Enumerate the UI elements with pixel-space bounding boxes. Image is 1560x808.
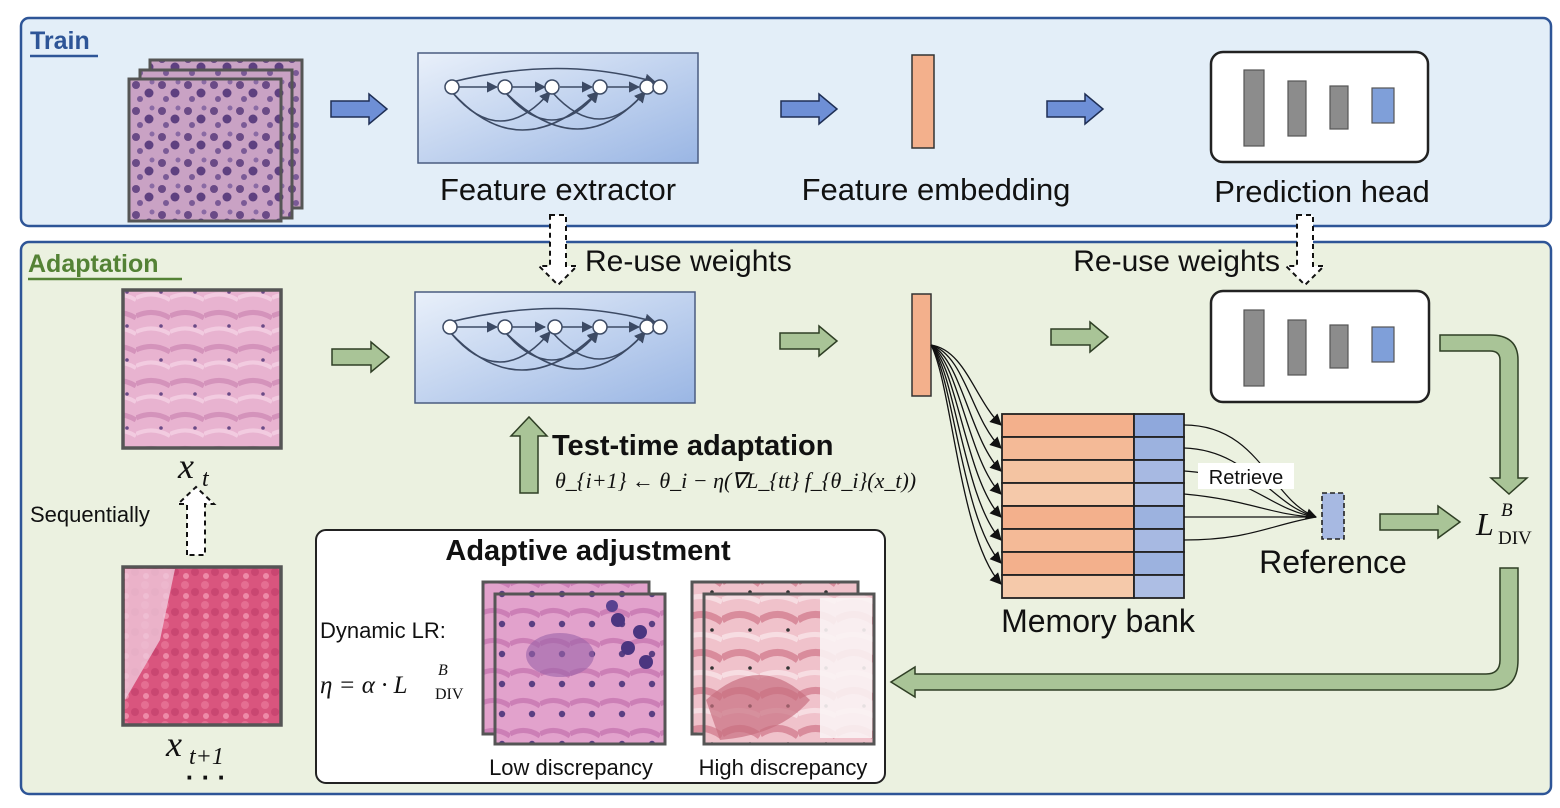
- input-next-symbol: x: [165, 724, 182, 764]
- retrieve-label: Retrieve: [1209, 467, 1283, 489]
- reference-vector: [1321, 492, 1345, 540]
- embedding-to-memory-arrows: [930, 344, 1002, 585]
- high-discrepancy-label: High discrepancy: [699, 755, 868, 780]
- reuse-weights-arrow-right: [1283, 214, 1327, 287]
- low-discrepancy-label: Low discrepancy: [489, 755, 653, 780]
- reference-to-loss-arrow: [1379, 504, 1462, 540]
- adapt-feature-embedding: [911, 293, 932, 397]
- adaptation-section-label: Adaptation: [28, 250, 159, 278]
- train-prediction-head: [1209, 50, 1430, 164]
- train-arrow-1: [330, 92, 389, 126]
- input-next-subscript: t+1: [189, 744, 224, 770]
- train-feature-extractor-label: Feature extractor: [440, 172, 676, 207]
- train-arrow-2: [780, 92, 839, 126]
- reuse-weights-left-label: Re-use weights: [585, 245, 792, 278]
- tta-up-arrow: [509, 415, 549, 494]
- input-current-symbol: x: [177, 446, 194, 486]
- loss-feedback-arrow: [889, 567, 1519, 699]
- retrieve-label-bg: [1198, 463, 1294, 489]
- reuse-weights-arrow-left: [536, 214, 580, 287]
- train-feature-embedding: [911, 54, 935, 149]
- adapt-arrow-3: [1050, 320, 1110, 354]
- train-panel: [19, 16, 1553, 228]
- adapt-feature-extractor: [414, 291, 696, 404]
- sequentially-label: Sequentially: [30, 502, 150, 527]
- memory-bank-label: Memory bank: [1001, 603, 1196, 639]
- head-to-loss-arrow: [1439, 334, 1529, 496]
- tta-formula: θ_{i+1} ← θ_i − η(∇L_{tt} f_{θ_i}(x_t)): [555, 468, 916, 493]
- reuse-weights-right-label: Re-use weights: [1073, 245, 1280, 278]
- adaptive-adjustment-title: Adaptive adjustment: [445, 535, 731, 567]
- ellipsis: · · ·: [186, 762, 226, 792]
- train-image-stack: [127, 58, 304, 223]
- low-discrepancy-images: [481, 580, 667, 746]
- train-feature-extractor: [417, 52, 699, 164]
- train-prediction-head-label: Prediction head: [1214, 174, 1429, 209]
- reference-label: Reference: [1259, 544, 1407, 580]
- train-feature-embedding-label: Feature embedding: [802, 172, 1071, 207]
- memory-bank: [1001, 413, 1185, 599]
- tta-title: Test-time adaptation: [552, 430, 833, 462]
- train-section-label: Train: [30, 27, 90, 55]
- high-discrepancy-images: [690, 580, 876, 746]
- loss-symbol: L: [1475, 506, 1494, 542]
- input-current-subscript: t: [202, 466, 210, 492]
- train-arrow-3: [1046, 92, 1105, 126]
- input-image-current: [121, 288, 283, 450]
- loss-sup: B: [1501, 500, 1513, 521]
- loss-sub: DIV: [1498, 528, 1532, 549]
- input-next-tissue-fold: [125, 569, 175, 700]
- lr-formula-sub: DIV: [435, 686, 464, 703]
- adapt-arrow-2: [779, 324, 839, 358]
- sequentially-arrow: [175, 485, 217, 556]
- lr-formula-sup: B: [438, 662, 448, 679]
- adapt-prediction-head: [1209, 289, 1431, 404]
- lr-formula: η = α · L: [320, 672, 408, 699]
- dynamic-lr-label: Dynamic LR:: [320, 618, 446, 643]
- adapt-arrow-1: [331, 340, 391, 374]
